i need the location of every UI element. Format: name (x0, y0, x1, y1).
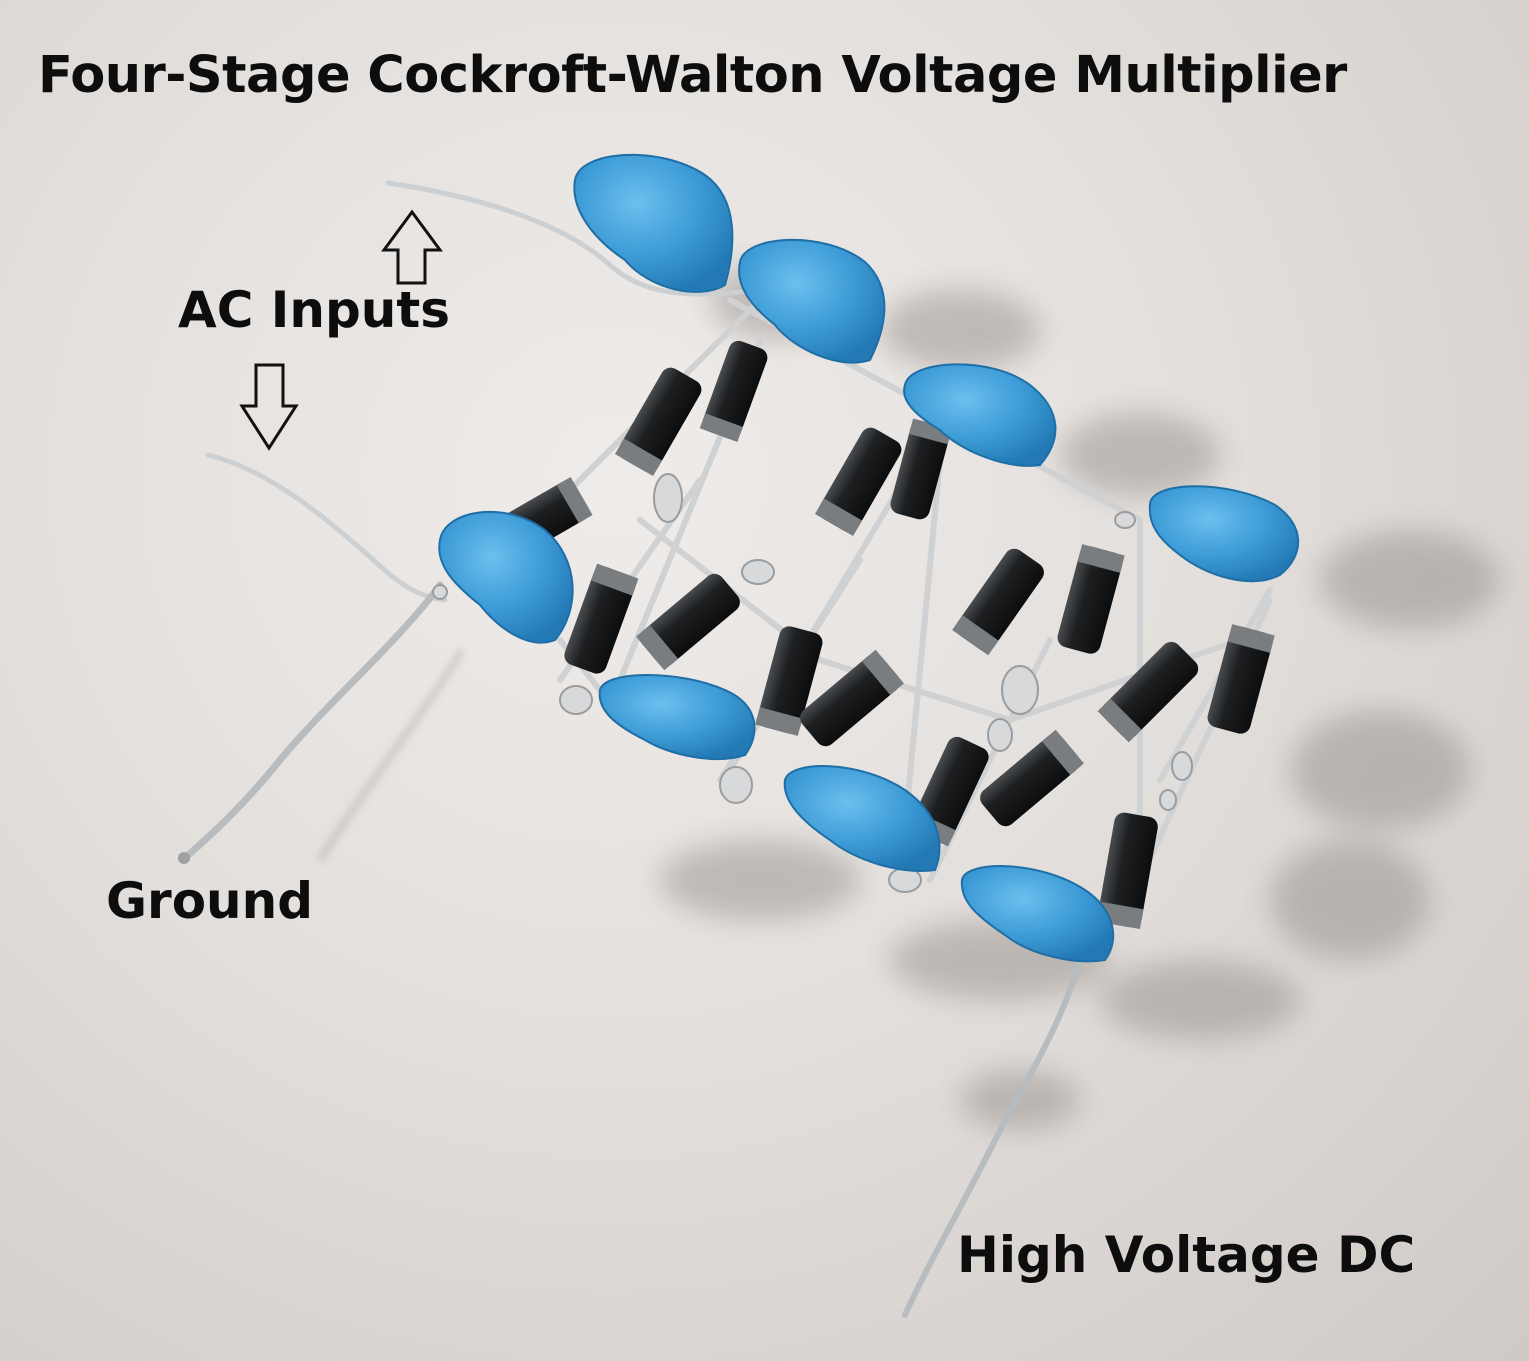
diode (814, 427, 902, 537)
diode (800, 649, 904, 747)
outline-arrow-down-icon (239, 363, 299, 451)
photo-title: Four-Stage Cockroft-Walton Voltage Multi… (38, 46, 1347, 105)
capacitor (1148, 485, 1300, 583)
ac-input-wire-bottom (205, 452, 448, 603)
capacitor (573, 153, 734, 293)
ground-label: Ground (106, 872, 314, 930)
high-voltage-wire (902, 957, 1083, 1318)
capacitor (738, 238, 886, 364)
ground-wire-tip (178, 852, 190, 864)
ac-input-wires (205, 180, 763, 603)
capacitor (903, 363, 1057, 467)
outline-arrow-up-icon (381, 209, 443, 285)
capacitor (783, 765, 941, 872)
diode (636, 573, 740, 671)
diode (755, 626, 823, 736)
diode (1207, 624, 1275, 734)
capacitors (438, 153, 1300, 963)
high-voltage-dc-label: High Voltage DC (957, 1226, 1416, 1284)
ground-wire-shadow (317, 648, 465, 862)
diode (952, 548, 1044, 656)
capacitor (438, 510, 574, 644)
diode (980, 729, 1084, 827)
ground-wire (181, 581, 444, 862)
capacitor (960, 865, 1115, 963)
diode (890, 418, 952, 520)
ac-inputs-label: AC Inputs (178, 281, 451, 339)
diode (614, 367, 702, 477)
diode (564, 563, 639, 674)
capacitor (598, 674, 756, 761)
ac-input-wire-top (385, 180, 763, 297)
solder-joints (432, 473, 1193, 893)
diode (1097, 641, 1199, 743)
diode (1057, 544, 1125, 654)
diode (699, 340, 768, 442)
